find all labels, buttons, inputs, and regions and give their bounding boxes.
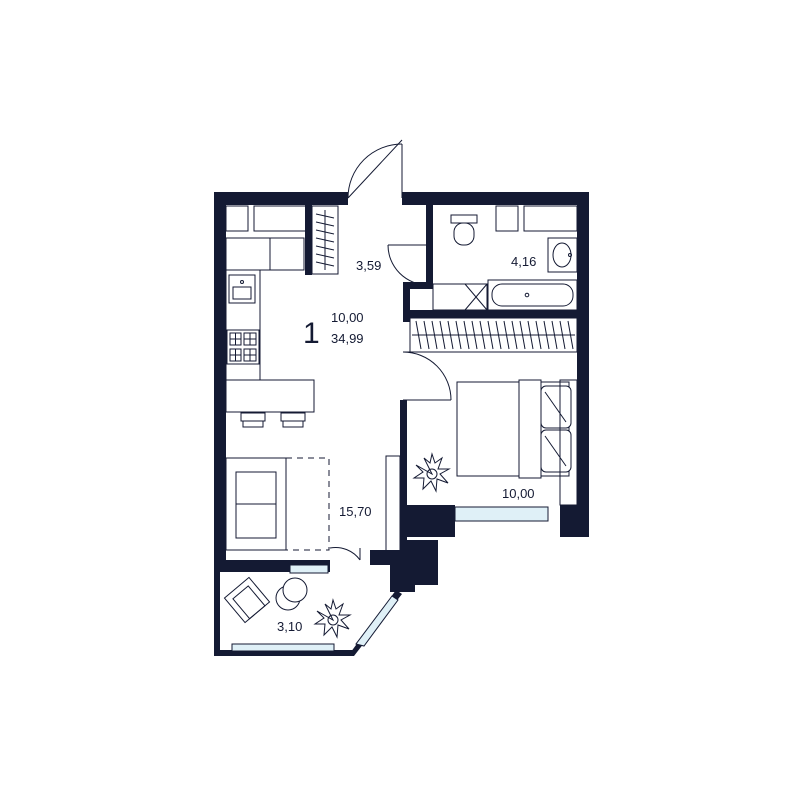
loggia-table-icon [275, 577, 308, 611]
sink-icon [547, 237, 578, 273]
bed-side [559, 379, 578, 506]
total-area-label: 34,99 [331, 331, 364, 346]
plant-icon [412, 452, 451, 493]
chair-icon [240, 412, 306, 428]
bathtub-icon [487, 279, 578, 311]
kitchen-sink-icon [228, 274, 256, 304]
hall-door [387, 244, 429, 286]
kitchen-living-area-label: 15,70 [339, 504, 372, 519]
stove-icon [226, 329, 260, 365]
interior-partitions [305, 205, 577, 550]
loggia-door [329, 547, 361, 561]
kitchen-counter [225, 379, 315, 413]
hall-area-label: 3,59 [356, 258, 381, 273]
entrance-door [347, 139, 403, 199]
laundry-niche [432, 283, 488, 311]
living-window-recess [385, 455, 401, 552]
toilet-icon [450, 214, 478, 246]
room-count-label: 1 [303, 317, 320, 350]
loggia-area-label: 3,10 [277, 619, 302, 634]
structural-walls [214, 192, 589, 656]
sofa-zone [286, 457, 330, 551]
loggia-plant-icon [313, 598, 352, 639]
windows [231, 506, 549, 652]
wardrobe-icon [311, 205, 339, 275]
bedroom-area-label: 10,00 [502, 486, 535, 501]
living-area-label: 10,00 [331, 310, 364, 325]
kitchen-cabinets [225, 237, 305, 381]
bed-icon [456, 379, 572, 479]
bedroom-wardrobe-icon [409, 317, 578, 353]
bathroom-area-label: 4,16 [511, 254, 536, 269]
wall-niches [225, 205, 578, 232]
bedroom-door [402, 351, 452, 401]
armchair-icon [223, 576, 271, 624]
sofa-icon [225, 457, 287, 551]
